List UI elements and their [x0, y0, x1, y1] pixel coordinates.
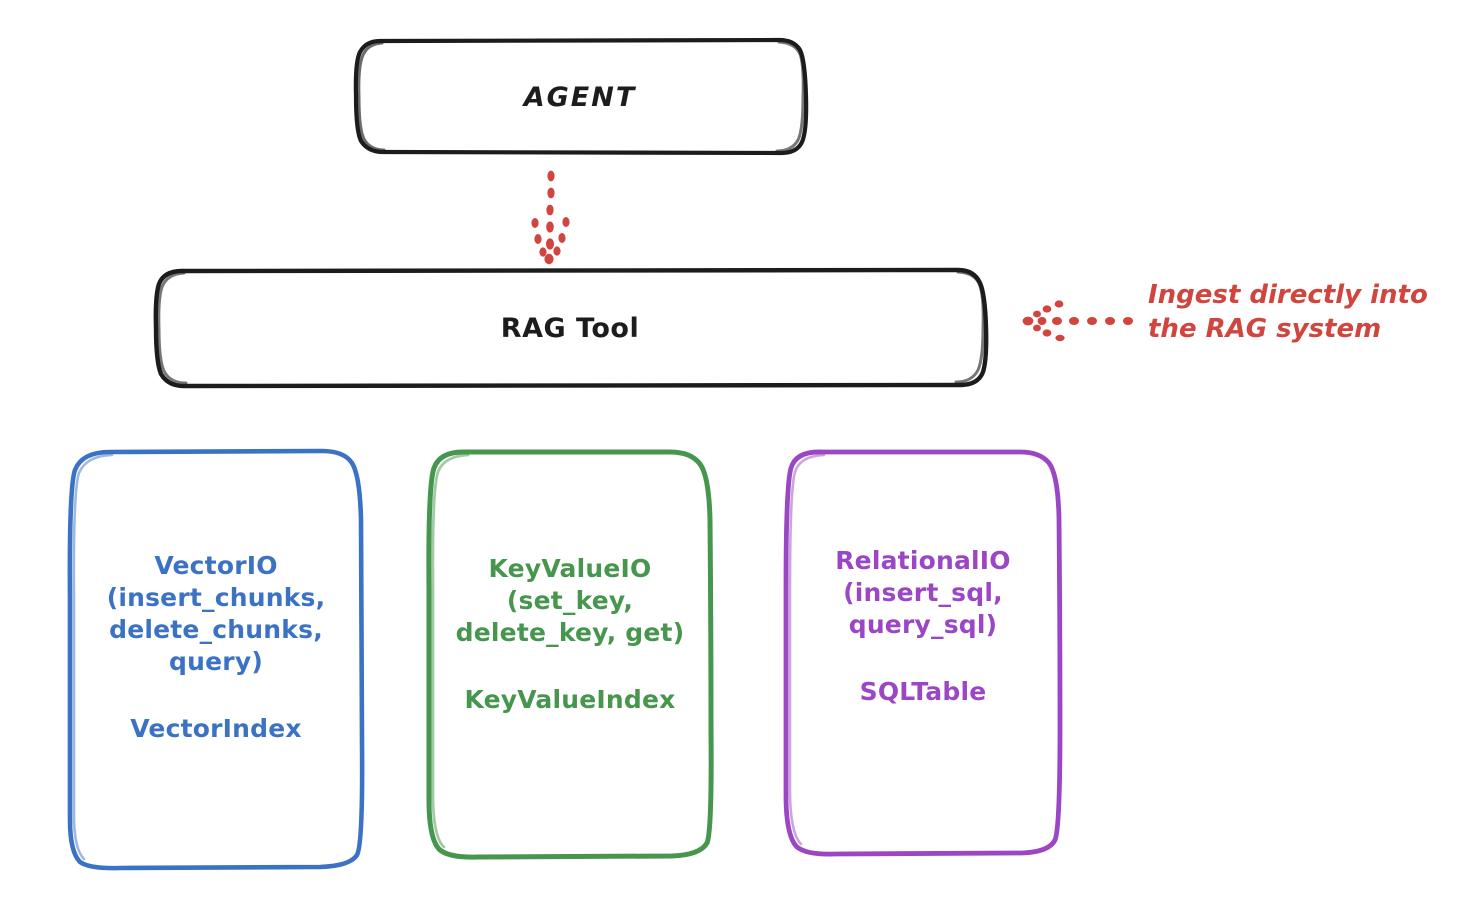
agent-to-rag-dotted-arrow-icon [531, 170, 570, 265]
ingest-dotted-arrow-left-icon [1022, 300, 1133, 342]
ingest-annotation-label: Ingest directly into the RAG system [1148, 280, 1428, 345]
rag-tool-node[interactable]: RAG Tool [155, 270, 985, 386]
vector-io-api-label: VectorIO (insert_chunks, delete_chunks, … [106, 550, 326, 676]
vector-io-node[interactable]: VectorIO (insert_chunks, delete_chunks, … [70, 450, 362, 868]
agent-label: AGENT [523, 81, 637, 113]
key-value-index-label: KeyValueIndex [464, 684, 676, 714]
relational-io-api-label: RelationalIO (insert_sql, query_sql) [835, 546, 1011, 639]
key-value-io-api-label: KeyValueIO (set_key, delete_key, get) [455, 553, 685, 647]
sql-table-label: SQLTable [859, 677, 987, 706]
vector-index-label: VectorIndex [130, 713, 302, 743]
relational-io-node[interactable]: RelationalIO (insert_sql, query_sql) SQL… [785, 450, 1061, 855]
key-value-io-node[interactable]: KeyValueIO (set_key, delete_key, get) Ke… [428, 450, 712, 858]
agent-node[interactable]: AGENT [355, 40, 805, 154]
rag-tool-label: RAG Tool [500, 312, 640, 344]
